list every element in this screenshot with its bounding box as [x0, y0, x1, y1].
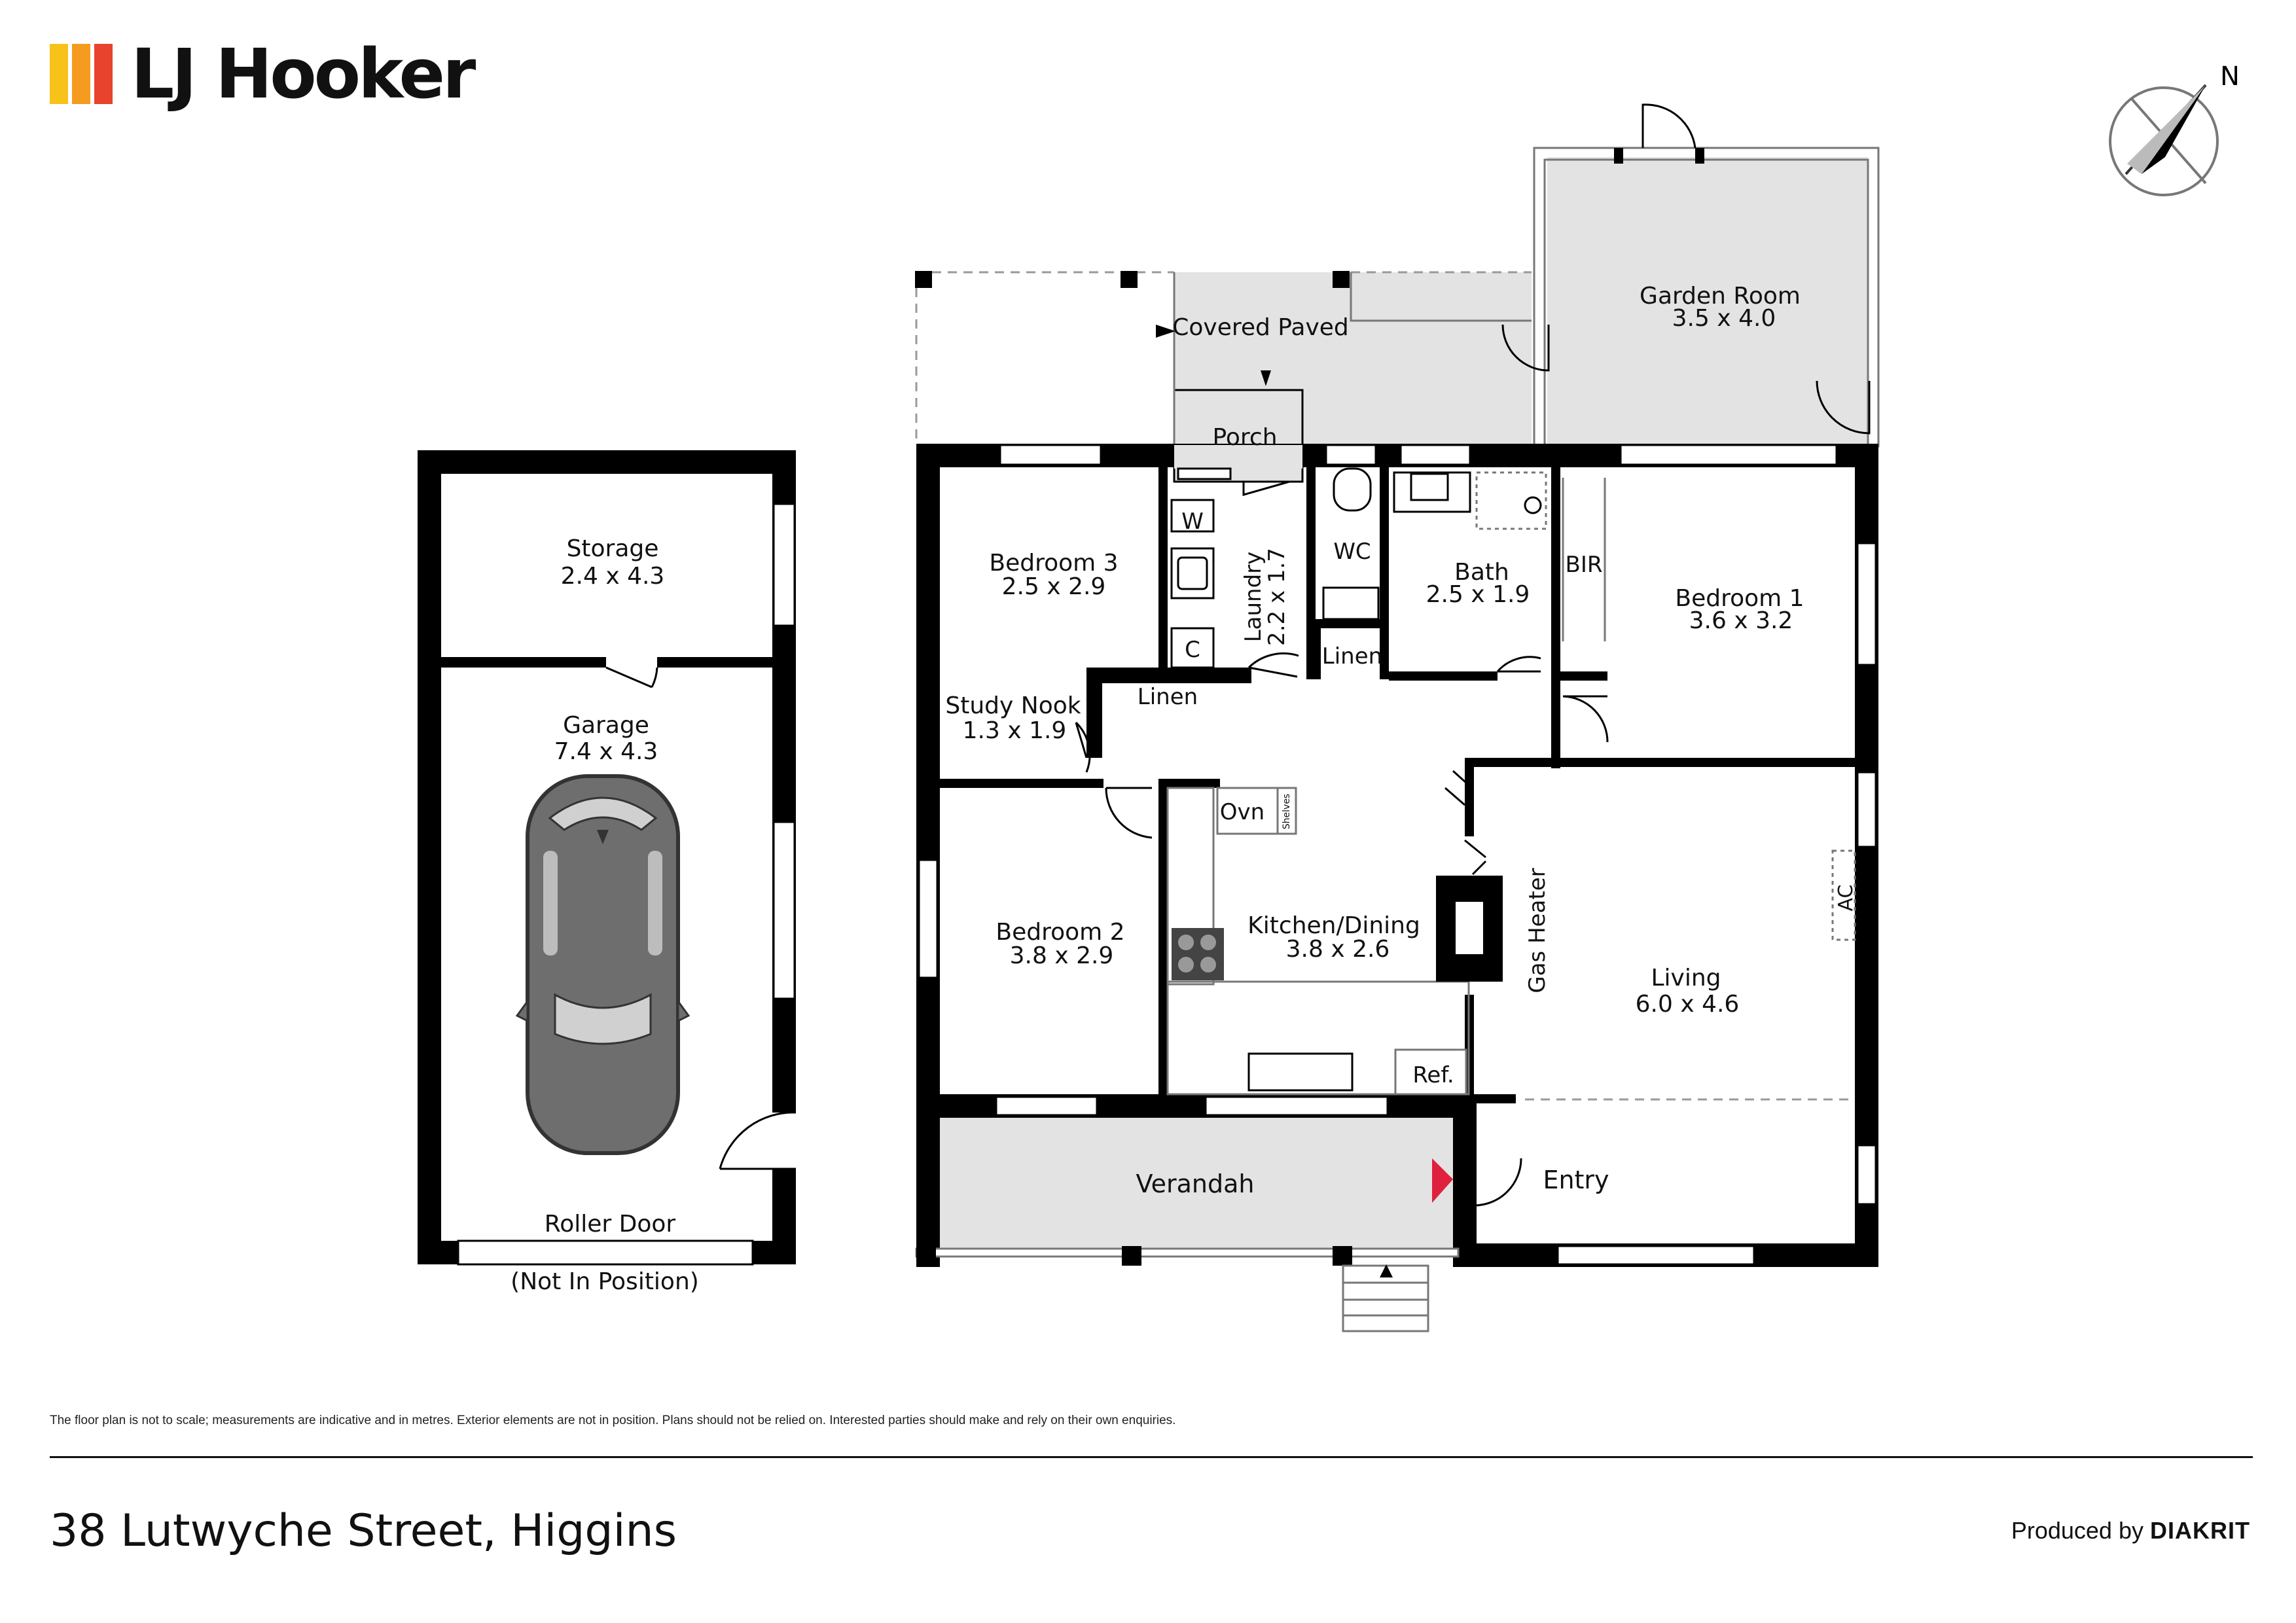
bedroom1-size: 3.6 x 3.2 — [1689, 607, 1793, 634]
storage-size: 2.4 x 4.3 — [561, 563, 665, 590]
bedroom3-size: 2.5 x 2.9 — [1002, 573, 1106, 600]
cupboard-label: C — [1185, 637, 1200, 663]
footer-divider — [50, 1456, 2253, 1458]
study-nook-label: Study Nook — [945, 692, 1081, 719]
study-nook-size: 1.3 x 1.9 — [963, 717, 1067, 744]
car-icon — [515, 774, 691, 1155]
garage-label: Garage — [563, 712, 649, 739]
laundry-label: Laundry — [1240, 552, 1266, 643]
storage-label: Storage — [567, 535, 659, 562]
living-size: 6.0 x 4.6 — [1636, 991, 1740, 1018]
not-in-position-label: (Not In Position) — [511, 1268, 699, 1295]
garage-size: 7.4 x 4.3 — [554, 738, 658, 765]
producer-logo: DIAKRIT — [2150, 1517, 2250, 1544]
produced-by: Produced by DIAKRIT — [2011, 1517, 2250, 1544]
compass-north-label: N — [2220, 62, 2240, 92]
logo-bar-orange — [72, 44, 90, 104]
ac-label: AC — [1835, 885, 1857, 912]
bedroom2-label: Bedroom 2 — [996, 919, 1124, 946]
disclaimer-text: The floor plan is not to scale; measurem… — [50, 1414, 1176, 1427]
bath-label: Bath — [1454, 559, 1509, 586]
logo-bar-yellow — [50, 44, 68, 104]
bedroom3-label: Bedroom 3 — [989, 550, 1118, 577]
garage-building: Storage 2.4 x 4.3 Garage 7.4 x 4.3 Rolle… — [418, 450, 797, 1295]
garden-room-size: 3.5 x 4.0 — [1672, 305, 1776, 332]
bath-size: 2.5 x 1.9 — [1426, 581, 1530, 608]
fridge-label: Ref. — [1412, 1062, 1454, 1088]
logo-bar-red — [94, 44, 113, 104]
roller-door-label: Roller Door — [545, 1211, 676, 1238]
lj-hooker-logo: LJ Hooker — [50, 34, 476, 114]
linen-hall-label: Linen — [1138, 684, 1198, 710]
bir-label: BIR — [1566, 552, 1603, 578]
kitchen-dining-size: 3.8 x 2.6 — [1286, 936, 1390, 963]
shelves-label: Shelves — [1282, 794, 1292, 829]
brand-name: LJ Hooker — [131, 34, 476, 114]
entry-label: Entry — [1543, 1166, 1609, 1194]
wc-label: WC — [1333, 539, 1371, 565]
bedroom1-label: Bedroom 1 — [1675, 585, 1804, 612]
garden-room-label: Garden Room — [1640, 283, 1801, 310]
bedroom2-size: 3.8 x 2.9 — [1010, 942, 1114, 969]
logo-mark — [50, 44, 113, 104]
covered-paved-label: Covered Paved — [1172, 314, 1349, 341]
verandah-label: Verandah — [1136, 1169, 1255, 1198]
kitchen-dining-label: Kitchen/Dining — [1247, 912, 1420, 939]
produced-by-label: Produced by — [2011, 1517, 2144, 1544]
main-house: Covered Paved Porch Garden Room 3.5 x 4.… — [915, 103, 1880, 1332]
property-address: 38 Lutwyche Street, Higgins — [50, 1505, 677, 1557]
living-label: Living — [1651, 965, 1721, 991]
gas-heater-label: Gas Heater — [1524, 868, 1551, 993]
porch-label: Porch — [1212, 424, 1277, 451]
north-compass-icon: N — [2109, 62, 2240, 196]
linen-bath-label: Linen — [1322, 643, 1382, 669]
entry-marker-icon — [1432, 1158, 1453, 1203]
oven-label: Ovn — [1220, 799, 1265, 825]
washer-label: W — [1181, 508, 1204, 535]
laundry-size: 2.2 x 1.7 — [1264, 548, 1290, 646]
